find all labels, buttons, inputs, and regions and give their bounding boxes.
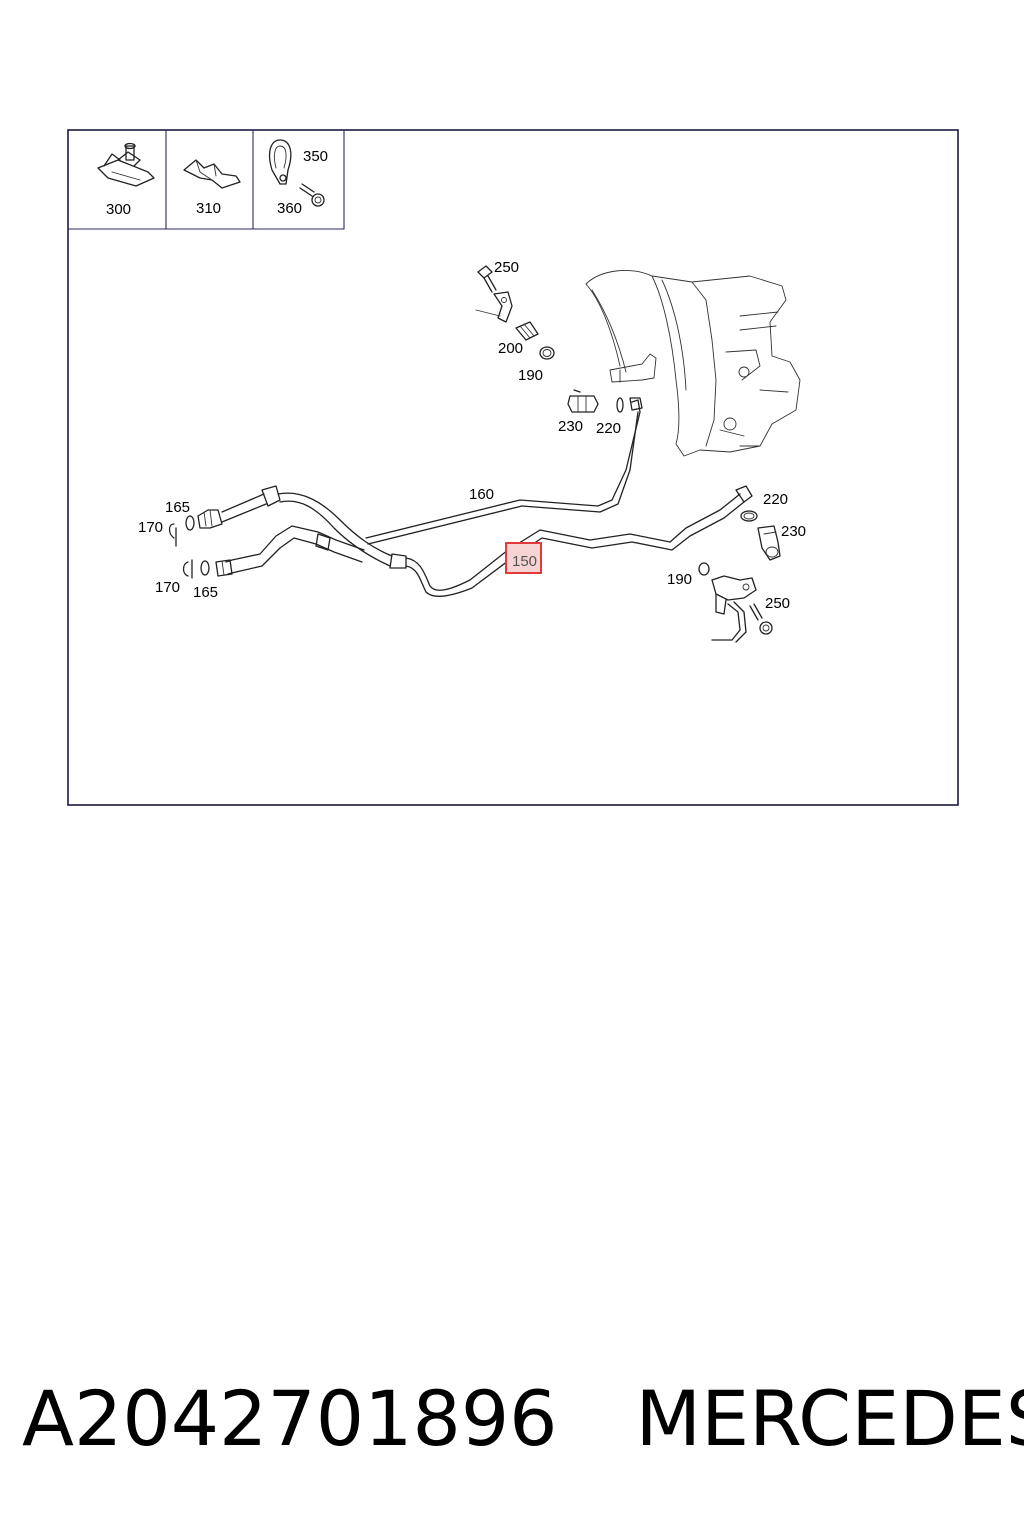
washer-190-right[interactable] bbox=[698, 562, 710, 576]
oring-165-bottom[interactable] bbox=[200, 560, 210, 576]
seal-220-top[interactable] bbox=[616, 397, 624, 413]
bracket-top bbox=[475, 291, 513, 323]
callout-220-top: 220 bbox=[596, 420, 621, 437]
washer-190-top[interactable] bbox=[539, 346, 555, 360]
footer-caption: A2042701896 MERCEDES bbox=[22, 1368, 1024, 1468]
hollow-bolt-230-right[interactable] bbox=[757, 525, 781, 561]
clip-300-icon[interactable] bbox=[97, 142, 155, 187]
diagram-frame bbox=[67, 129, 959, 806]
bolt-360-icon[interactable] bbox=[299, 183, 325, 207]
callout-250-top: 250 bbox=[494, 259, 519, 276]
inset-parts-box bbox=[68, 130, 345, 230]
callout-160: 160 bbox=[469, 486, 494, 503]
fitting-right-lower bbox=[711, 575, 757, 643]
bolt-250-right[interactable] bbox=[749, 603, 773, 635]
callout-170-top: 170 bbox=[138, 519, 163, 536]
hollow-bolt-230-top[interactable] bbox=[567, 389, 599, 413]
callout-230-right: 230 bbox=[781, 523, 806, 540]
hose-lower-left bbox=[215, 525, 365, 577]
callout-170-bottom: 170 bbox=[155, 579, 180, 596]
clip-310-icon[interactable] bbox=[183, 159, 241, 189]
inset-label-300: 300 bbox=[106, 201, 131, 218]
brand-name: MERCEDES bbox=[635, 1373, 1024, 1463]
callout-200: 200 bbox=[498, 340, 523, 357]
inset-label-360: 360 bbox=[277, 200, 302, 217]
callout-165-top: 165 bbox=[165, 499, 190, 516]
clip-170-bottom[interactable] bbox=[182, 559, 193, 579]
callout-230-top: 230 bbox=[558, 418, 583, 435]
callout-190-right: 190 bbox=[667, 571, 692, 588]
part-number: A2042701896 bbox=[22, 1373, 558, 1463]
seal-220-right[interactable] bbox=[740, 510, 758, 522]
highlight-box-150[interactable] bbox=[505, 542, 542, 574]
oring-165-top[interactable] bbox=[185, 515, 195, 531]
oil-line-150[interactable] bbox=[277, 485, 753, 598]
p-clamp-350-icon[interactable] bbox=[268, 139, 292, 185]
callout-190-top: 190 bbox=[518, 367, 543, 384]
callout-150: 150 bbox=[512, 553, 537, 570]
inset-label-350: 350 bbox=[303, 148, 328, 165]
hose-fitting-left-top bbox=[197, 485, 281, 529]
inset-label-310: 310 bbox=[196, 200, 221, 217]
callout-250-right: 250 bbox=[765, 595, 790, 612]
fitting-200[interactable] bbox=[515, 321, 539, 341]
oil-line-160[interactable] bbox=[365, 397, 643, 545]
transmission-housing bbox=[585, 270, 801, 457]
clip-170-top[interactable] bbox=[168, 523, 177, 547]
bolt-250-top[interactable] bbox=[477, 265, 497, 293]
callout-220-right: 220 bbox=[763, 491, 788, 508]
callout-165-bottom: 165 bbox=[193, 584, 218, 601]
